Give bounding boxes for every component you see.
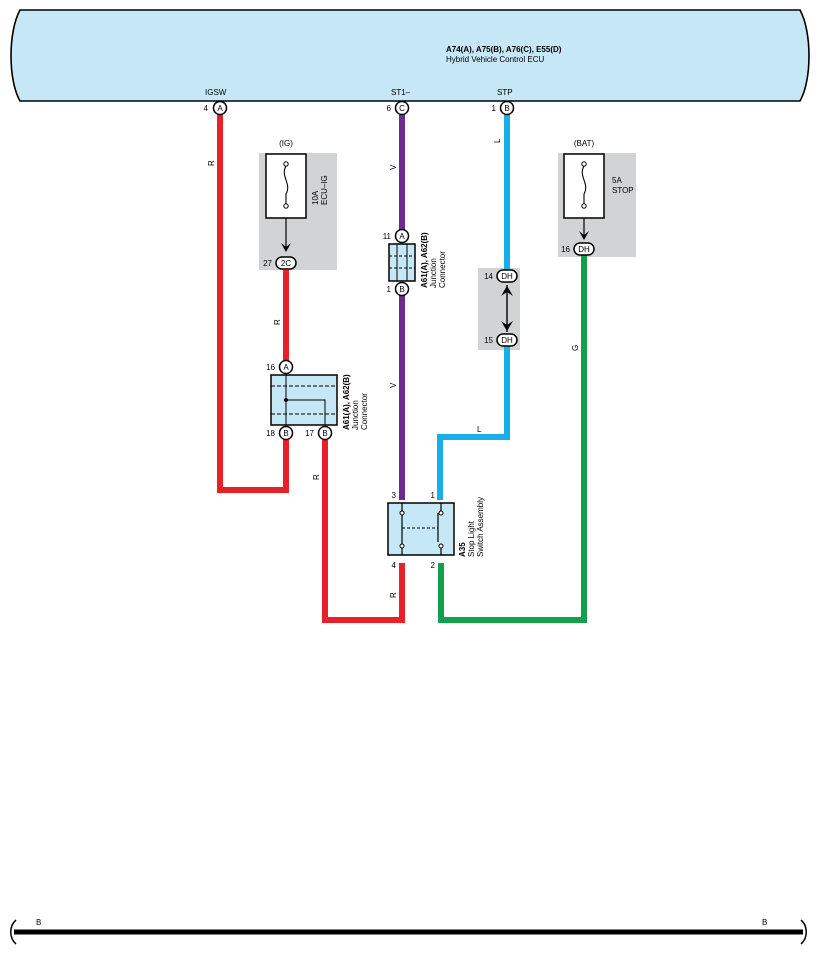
wire-label-v-1: V (389, 164, 398, 170)
inline-conn-bottom-pin: 15 (484, 336, 493, 345)
ecu-block: A74(A), A75(B), A76(C), E55(D) Hybrid Ve… (10, 9, 810, 102)
switch-box (387, 502, 455, 556)
inline-conn-top (496, 269, 518, 283)
ground-bus: B B (10, 918, 807, 945)
bat-fuse-conn: DH (578, 245, 590, 254)
bat-fuse: (BAT) 5A STOP DH 16 (561, 139, 634, 256)
jct-top-pin-1: 1 (387, 285, 392, 294)
wire-red-igsw (217, 115, 289, 493)
wire-green (438, 255, 587, 623)
junction-connector-top: A 11 B 1 A61(A), A62(B) Junction Connect… (383, 228, 447, 297)
ig-fuse-connector (275, 256, 297, 270)
bat-fuse-rating: 5A (612, 176, 622, 185)
ecu-name: Hybrid Vehicle Control ECU (446, 55, 544, 64)
ig-fuse-pin: 27 (263, 259, 272, 268)
ecu-pin-c-num: 6 (387, 104, 392, 113)
ecu-pin-a-num: 4 (204, 104, 209, 113)
wire-label-r-2: R (273, 319, 282, 325)
ground-bus-right-label: B (762, 918, 767, 927)
bat-fuse-supply: (BAT) (574, 139, 595, 148)
jct-top-box (388, 243, 416, 282)
ecu-pins: A 4 C 6 B 1 (204, 100, 515, 116)
inline-connector-arrows (501, 285, 513, 332)
ecu-connectors: A74(A), A75(B), A76(C), E55(D) (446, 45, 562, 54)
jct-left-pin-16: 16 (266, 363, 275, 372)
ecu-terminal-igsw: IGSW (205, 88, 227, 97)
ecu-pin-b-num: 1 (492, 104, 497, 113)
wire-blue-lower (437, 345, 510, 500)
wire-label-g: G (571, 345, 580, 351)
ground-bus-left-label: B (36, 918, 41, 927)
ecu-pin-b-conn: B (504, 104, 509, 113)
inline-conn-bottom (496, 333, 518, 347)
jct-left-pin-17: 17 (305, 429, 314, 438)
jct-top-pin-11: 11 (383, 232, 392, 241)
jct-top-code: A61(A), A62(B) (420, 232, 429, 288)
switch-code: A35 (458, 542, 467, 557)
jct-top-line1: Junction (429, 258, 438, 288)
switch-pin-4: 4 (392, 561, 397, 570)
jct-left-code: A61(A), A62(B) (342, 374, 351, 430)
inline-conn-top-conn: DH (501, 272, 513, 281)
jct-top-conn-b: B (399, 285, 404, 294)
ig-fuse-conn: 2C (281, 259, 291, 268)
inline-conn-top-pin: 14 (484, 272, 493, 281)
ecu-pin-a-conn: A (217, 104, 223, 113)
ecu-terminal-stp: STP (497, 88, 513, 97)
ecu-body (10, 9, 810, 102)
wire-label-l-2: L (477, 425, 482, 434)
bat-fuse-connector (573, 242, 595, 256)
switch-pin-1: 1 (431, 491, 436, 500)
ecu-terminal-st1: ST1– (391, 88, 411, 97)
ig-fuse: (IG) 10A ECU–IG 2C 27 (263, 139, 329, 270)
jct-left-line1: Junction (351, 400, 360, 430)
ecu-pin-c-conn: C (399, 104, 405, 113)
jct-top-line2: Connector (438, 251, 447, 288)
inline-conn-bottom-conn: DH (501, 336, 513, 345)
jct-left-conn-b2: B (322, 429, 327, 438)
switch-pin-2: 2 (431, 561, 436, 570)
ig-fuse-name: ECU–IG (320, 175, 329, 205)
stop-light-switch: 3 1 4 2 A35 Stop Light Switch Assembly (387, 491, 485, 570)
wire-red-switch (322, 440, 405, 623)
wire-label-l-1: L (493, 138, 502, 143)
jct-top-conn-a: A (399, 232, 405, 241)
ig-fuse-rating: 10A (311, 190, 320, 205)
jct-left-line2: Connector (360, 393, 369, 430)
bat-fuse-pin: 16 (561, 245, 570, 254)
wire-label-r-3: R (312, 474, 321, 480)
wire-label-v-2: V (389, 382, 398, 388)
wire-label-r-4: R (389, 592, 398, 598)
junction-connector-left: A 16 B 18 B 17 A61(A), A62(B) Junction C… (266, 359, 369, 441)
switch-pin-3: 3 (392, 491, 397, 500)
wire-label-r-1: R (207, 160, 216, 166)
jct-left-conn-a: A (283, 363, 289, 372)
bat-fuse-name: STOP (612, 186, 634, 195)
wires (217, 115, 587, 623)
inline-connector: DH 14 DH 15 (484, 269, 518, 347)
switch-line1: Stop Light (467, 520, 476, 557)
switch-line2: Switch Assembly (476, 497, 485, 557)
ig-fuse-supply: (IG) (279, 139, 293, 148)
jct-left-conn-b1: B (283, 429, 288, 438)
jct-left-pin-18: 18 (266, 429, 275, 438)
